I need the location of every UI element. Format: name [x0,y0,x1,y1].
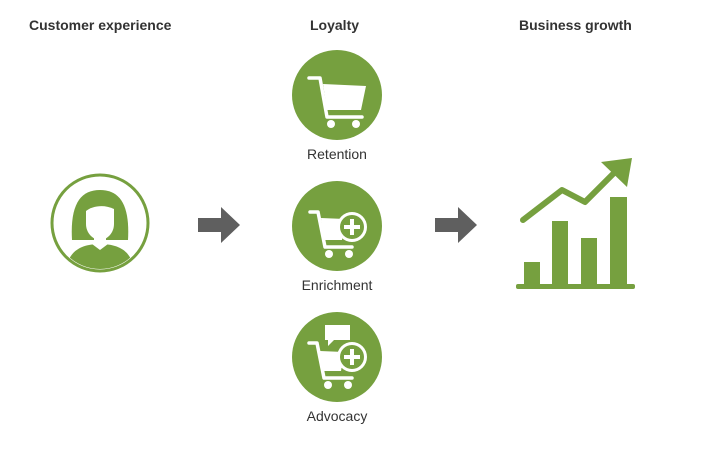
enrichment-circle [292,181,382,271]
arrow-right-icon [198,207,240,243]
bar-chart-growth-icon [516,158,635,289]
cart-plus-speech-icon [307,325,367,389]
advocacy-circle [292,312,382,402]
person-icon [50,173,150,273]
heading-customer-experience: Customer experience [29,17,172,33]
label-retention: Retention [307,146,367,162]
arrow-right-icon [435,207,477,243]
heading-loyalty: Loyalty [310,17,360,33]
label-enrichment: Enrichment [301,277,373,293]
retention-circle [292,50,382,140]
label-advocacy: Advocacy [306,408,368,424]
heading-business-growth: Business growth [519,17,632,33]
cart-icon [307,76,366,128]
cart-plus-icon [308,210,367,258]
